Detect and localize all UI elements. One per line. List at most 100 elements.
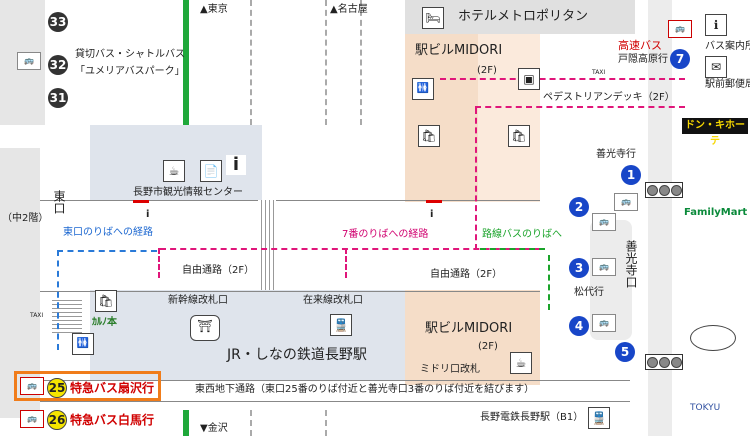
pedestrian-deck-label: ペデストリアンデッキ（2F）: [543, 92, 675, 103]
bus-icon: 🚌: [592, 213, 616, 231]
tokyu-logo: TOKYU: [690, 403, 721, 413]
information-icon: i: [226, 155, 246, 175]
bus-icon: 🚌: [614, 193, 638, 211]
tourist-center-label: 長野市観光情報センター: [133, 187, 243, 198]
highlighted-stop-25: [14, 371, 161, 401]
local-gate-label: 在来線改札口: [303, 295, 363, 306]
green-route-path: [548, 255, 550, 310]
bus-stop-25-badge: 25: [47, 378, 67, 398]
pamphlet-icon: 📄: [200, 160, 222, 182]
bus-26-destination: 特急バス白馬行: [70, 413, 155, 427]
bus-info-label: バス案内所: [705, 41, 750, 52]
free-passage-left-label: 自由通路（2F）: [182, 265, 255, 276]
bus-stop-4-badge: 4: [569, 316, 589, 336]
bus-icon: 🚌: [592, 314, 616, 332]
right-road: [648, 0, 672, 436]
red-marker: [133, 200, 149, 203]
bus-stop-5-badge: 5: [615, 342, 635, 362]
passage-outline: [40, 200, 540, 292]
bus-icon: 🚌: [592, 258, 616, 276]
highway-bus-icon: 🚌: [668, 20, 692, 38]
bus-stop-1-badge: 1: [621, 165, 641, 185]
pink-route-path: [160, 248, 540, 250]
track-line: [325, 0, 327, 125]
bus-info-icon: ℹ: [705, 14, 727, 36]
hotel-name: ホテルメトロポリタン: [458, 9, 589, 24]
free-passage-right-label: 自由通路（2F）: [430, 269, 503, 280]
red-marker: [426, 200, 442, 203]
midori-gate-label: ミドリ口改札: [420, 364, 480, 375]
traffic-light-icon: [645, 182, 683, 198]
track-line: [250, 410, 252, 436]
mezzanine-label: （中2階）: [2, 213, 49, 224]
bus-stop-31-badge: 31: [48, 88, 68, 108]
pink-route-path: [158, 248, 160, 278]
shop-icon: 🛍: [95, 290, 117, 312]
familymart-label: FamilyMart: [684, 207, 748, 218]
nagaden-station-label: 長野電鉄長野駅（B1）: [480, 412, 584, 423]
rail-line-top: [183, 0, 189, 125]
charter-bus-label: 貸切バス・シャトルバス: [75, 49, 185, 60]
track-line: [360, 0, 362, 125]
midori-top-floor: (2F): [477, 65, 497, 76]
restroom-icon: 🚻: [72, 333, 94, 355]
shopping-bag-icon: 🛍: [508, 125, 530, 147]
shopping-bag-icon: 🛍: [418, 125, 440, 147]
midori-top-name: 駅ビルMIDORI: [415, 43, 503, 58]
north-arrow-icon: [690, 325, 736, 351]
togakushi-label: 戸隠高原行: [618, 54, 668, 65]
bus-icon: 🚌: [17, 52, 41, 70]
train-icon: 🚆: [330, 314, 352, 336]
local-bus-label: 路線バスのりばへ: [482, 229, 562, 240]
bus-25-destination: 特急バス扇沢行: [70, 381, 155, 395]
kanazawa-direction-label: ▼金沢: [200, 423, 228, 434]
route-7-label: 7番のりばへの経路: [342, 229, 429, 240]
post-office-label: 駅前郵便局: [705, 79, 750, 90]
bus-stop-7-badge: 7: [670, 49, 690, 69]
info-marker-icon: i: [430, 209, 434, 220]
hotel-bed-icon: 🛏: [422, 7, 444, 29]
east-route-label: 東口のりばへの経路: [63, 227, 153, 238]
track-line: [325, 410, 327, 436]
bus-icon: 🚌: [20, 377, 44, 395]
zenkoji-exit-label: 善光寺口: [624, 240, 638, 288]
shinkansen-gate-label: 新幹線改札口: [168, 295, 228, 306]
traffic-light-icon: [645, 354, 683, 370]
underground-passage-label: 東西地下通路（東口25番のりば付近と善光寺口3番のりば付近を結びます）: [195, 384, 535, 395]
locker-icon: ▣: [518, 68, 540, 90]
midori-top-inner: [478, 34, 540, 202]
highway-bus-label: 高速バス: [618, 39, 662, 52]
zenkoji-temple-logo: ⛩: [190, 315, 220, 341]
underground-passage-outline: [40, 380, 630, 402]
train-icon: 🚆: [588, 407, 610, 429]
tokyo-direction-label: ▲東京: [200, 4, 228, 15]
donki-sign: ドン・キホーテ: [682, 118, 748, 147]
bus-stop-2-badge: 2: [569, 197, 589, 217]
rail-line-bottom: [183, 410, 189, 436]
cafe-icon: ☕: [163, 160, 185, 182]
pink-route-path: [475, 108, 477, 250]
matsushiro-bound-label: 松代行: [574, 287, 604, 298]
nagoya-direction-label: ▲名古屋: [330, 4, 368, 15]
shinkansen-block: [90, 290, 270, 380]
bus-stop-32-badge: 32: [48, 55, 68, 75]
info-marker-icon: i: [146, 209, 150, 220]
east-route-path: [57, 250, 59, 350]
stairs: [258, 200, 276, 290]
pink-route-path: [475, 106, 685, 108]
midori-bottom-name: 駅ビルMIDORI: [425, 321, 513, 336]
east-exit-label: 東口: [52, 190, 66, 214]
cafe-icon: ☕: [510, 352, 532, 374]
donki-label: ドン・キホーテ: [685, 120, 745, 147]
station-name: JR・しなの鉄道長野駅: [227, 347, 367, 363]
shop-label: ｶﾙﾉ本: [92, 317, 117, 328]
taxi-label-left: TAXI: [30, 312, 44, 319]
yumeria-bus-park-label: 「ユメリアバスパーク」: [75, 66, 185, 77]
restroom-icon: 🚻: [412, 78, 434, 100]
bus-icon: 🚌: [20, 410, 44, 428]
taxi-label-right: TAXI: [592, 69, 606, 76]
pink-route-path: [440, 78, 685, 80]
east-route-path: [57, 250, 157, 252]
bus-stop-33-badge: 33: [48, 12, 68, 32]
